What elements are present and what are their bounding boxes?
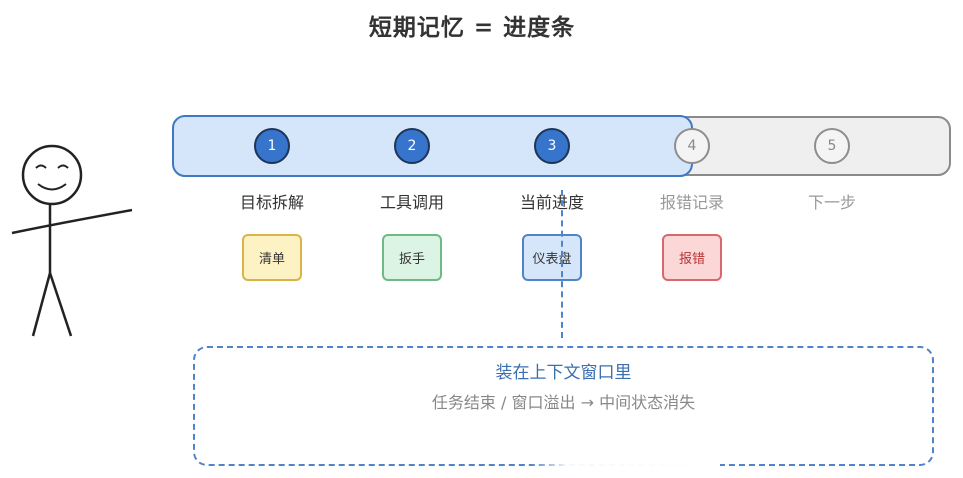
diagram-title: 短期记忆 = 进度条 bbox=[368, 15, 576, 41]
step-2-circle: 2 bbox=[394, 128, 430, 164]
connector-line bbox=[561, 190, 563, 338]
wrench-card: 扳手 bbox=[382, 234, 442, 281]
step-3-label: 当前进度 bbox=[519, 193, 584, 212]
error-card: 报错 bbox=[662, 234, 722, 281]
dashboard-card: 仪表盘 bbox=[522, 234, 582, 281]
step-4-label: 报错记录 bbox=[659, 193, 724, 212]
checklist-card: 清单 bbox=[242, 234, 302, 281]
fade-overlay bbox=[530, 412, 720, 470]
progress-fill bbox=[172, 115, 693, 177]
step-2-label: 工具调用 bbox=[379, 193, 444, 212]
context-subtitle: 任务结束 / 窗口溢出 → 中间状态消失 bbox=[431, 393, 696, 412]
step-1-circle: 1 bbox=[254, 128, 290, 164]
step-5-circle: 5 bbox=[814, 128, 850, 164]
step-4-circle: 4 bbox=[674, 128, 710, 164]
step-1-label: 目标拆解 bbox=[239, 193, 304, 212]
step-3-circle: 3 bbox=[534, 128, 570, 164]
step-5-label: 下一步 bbox=[807, 193, 856, 212]
stick-figure-icon bbox=[11, 144, 133, 337]
context-title: 装在上下文窗口里 bbox=[495, 363, 632, 383]
